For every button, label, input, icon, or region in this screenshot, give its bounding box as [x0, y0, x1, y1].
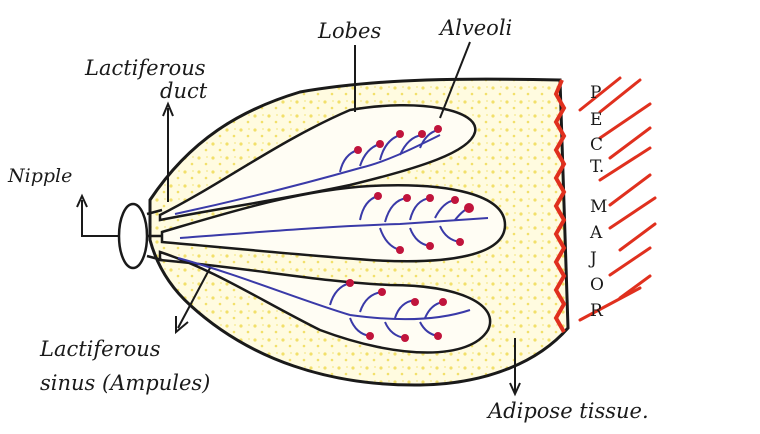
- lactiferous-sinus-label-line2: sinus (Ampules): [40, 371, 210, 395]
- lobes-label: Lobes: [317, 19, 381, 43]
- lactiferous-duct-label-line2: duct: [160, 79, 208, 103]
- pect-letter: T.: [590, 157, 604, 177]
- pect-letter: R: [590, 301, 604, 321]
- pect-letter: M: [590, 197, 607, 217]
- pect-letter: C: [590, 135, 603, 155]
- pect-letter: A: [589, 223, 603, 243]
- nipple-label: Nipple: [7, 165, 72, 187]
- lactiferous-duct-label-line1: Lactiferous: [84, 56, 206, 80]
- nipple-arrow: [82, 200, 118, 236]
- adipose-tissue-label: Adipose tissue.: [486, 399, 649, 423]
- pect-letter: J: [588, 249, 597, 269]
- pect-major-label: P E C T. M A J O R: [588, 83, 607, 321]
- pect-letter: P: [590, 83, 601, 103]
- pect-letter: E: [590, 110, 602, 130]
- lactiferous-sinus-label-line1: Lactiferous: [39, 337, 161, 361]
- pect-letter: O: [590, 275, 604, 295]
- alveoli-label: Alveoli: [438, 16, 512, 40]
